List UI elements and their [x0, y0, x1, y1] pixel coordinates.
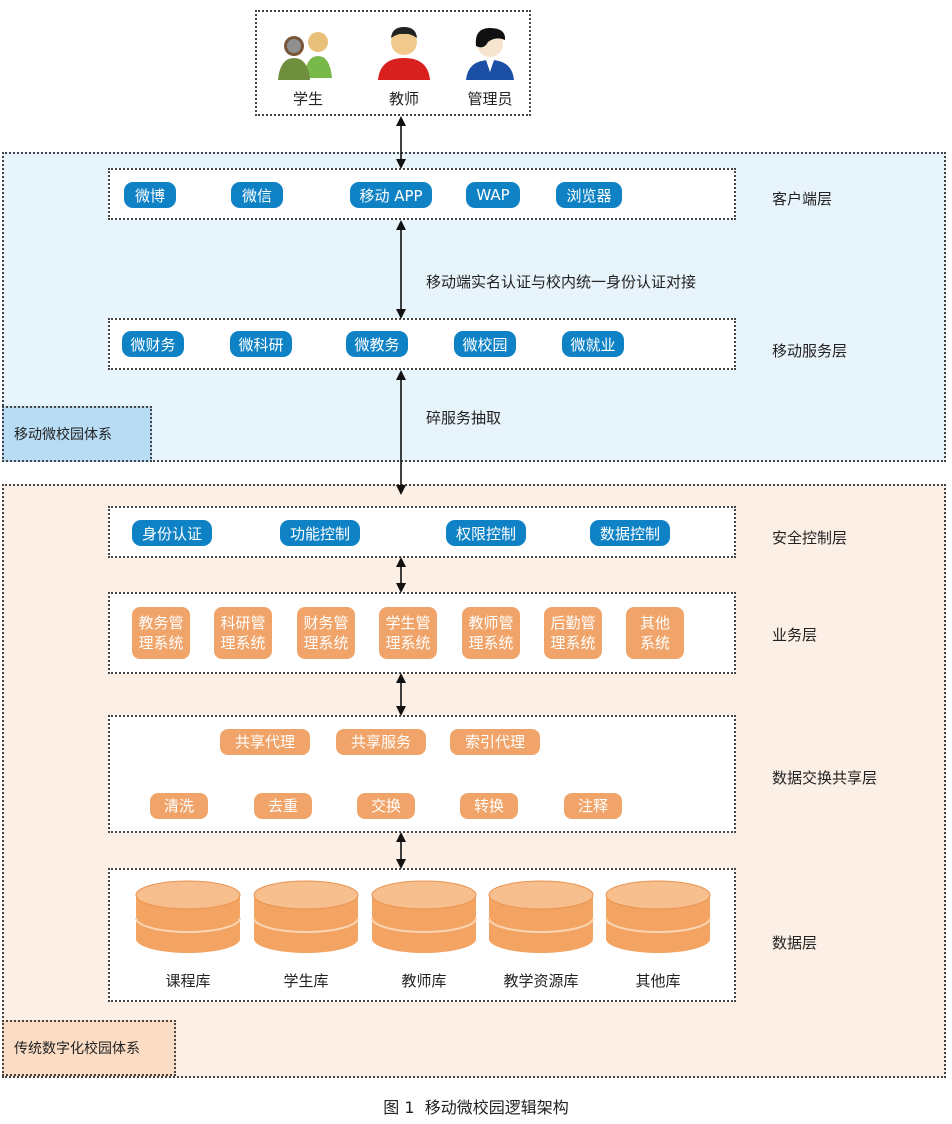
- service-layer-label: 移动服务层: [772, 342, 848, 360]
- business-system-line: 其他: [639, 614, 670, 632]
- security-permission-control: 权限控制: [446, 520, 526, 546]
- business-system-line: 学生管: [385, 614, 431, 632]
- business-system-other: 其他 系统: [626, 607, 684, 659]
- business-system-line: 理系统: [303, 634, 349, 652]
- service-finance: 微财务: [122, 331, 184, 357]
- db-student-icon: [253, 880, 359, 953]
- business-layer-label: 业务层: [772, 626, 818, 644]
- db-resource-label: 教学资源库: [503, 972, 579, 990]
- exchange-clean: 清洗: [150, 793, 208, 819]
- client-wechat: 微信: [231, 182, 283, 208]
- business-system-line: 理系统: [550, 634, 596, 652]
- client-layer-label: 客户端层: [772, 190, 833, 208]
- client-browser: 浏览器: [556, 182, 622, 208]
- db-course-icon: [135, 880, 241, 953]
- mobile-campus-label: 移动微校园体系: [2, 406, 152, 462]
- security-identity-auth: 身份认证: [132, 520, 212, 546]
- user-student-label: 学生: [292, 90, 323, 108]
- business-system-line: 教师管: [468, 614, 514, 632]
- db-other-label: 其他库: [635, 972, 681, 990]
- exchange-exchange: 交换: [357, 793, 415, 819]
- business-system-research: 科研管 理系统: [214, 607, 272, 659]
- db-other-icon: [605, 880, 711, 953]
- student-icon: [278, 32, 332, 80]
- service-academic: 微教务: [346, 331, 408, 357]
- business-system-line: 后勤管: [550, 614, 596, 632]
- client-mobile-app: 移动 APP: [350, 182, 432, 208]
- business-system-academic: 教务管 理系统: [132, 607, 190, 659]
- business-system-line: 系统: [639, 634, 670, 652]
- security-function-control: 功能控制: [280, 520, 360, 546]
- traditional-campus-label: 传统数字化校园体系: [2, 1020, 176, 1076]
- db-teacher-label: 教师库: [401, 972, 447, 990]
- extract-note: 碎服务抽取: [426, 409, 502, 427]
- auth-note: 移动端实名认证与校内统一身份认证对接: [426, 273, 697, 291]
- admin-icon: [466, 28, 514, 80]
- exchange-layer-label: 数据交换共享层: [772, 769, 878, 787]
- business-system-line: 教务管: [138, 614, 184, 632]
- business-system-line: 理系统: [385, 634, 431, 652]
- exchange-transform: 转换: [460, 793, 518, 819]
- exchange-dedup: 去重: [254, 793, 312, 819]
- business-system-line: 科研管: [220, 614, 266, 632]
- client-wap: WAP: [466, 182, 520, 208]
- security-layer-label: 安全控制层: [772, 529, 848, 547]
- business-system-line: 理系统: [138, 634, 184, 652]
- service-employment: 微就业: [562, 331, 624, 357]
- service-layer-box: [108, 318, 736, 370]
- exchange-index-proxy: 索引代理: [450, 729, 540, 755]
- exchange-shared-service: 共享服务: [336, 729, 426, 755]
- service-research: 微科研: [230, 331, 292, 357]
- db-student-label: 学生库: [283, 972, 329, 990]
- db-resource-icon: [488, 880, 594, 953]
- exchange-annotate: 注释: [564, 793, 622, 819]
- figure-caption: 图 1 移动微校园逻辑架构: [383, 1098, 569, 1117]
- db-teacher-icon: [371, 880, 477, 953]
- business-system-line: 财务管: [303, 614, 349, 632]
- business-system-logistics: 后勤管 理系统: [544, 607, 602, 659]
- teacher-icon: [378, 27, 430, 80]
- business-system-finance: 财务管 理系统: [297, 607, 355, 659]
- business-system-student: 学生管 理系统: [379, 607, 437, 659]
- user-teacher-label: 教师: [388, 90, 419, 108]
- service-campus: 微校园: [454, 331, 516, 357]
- user-admin-label: 管理员: [467, 90, 513, 108]
- data-layer-label: 数据层: [772, 934, 818, 952]
- db-course-label: 课程库: [165, 972, 211, 990]
- client-weibo: 微博: [124, 182, 176, 208]
- security-data-control: 数据控制: [590, 520, 670, 546]
- exchange-shared-proxy: 共享代理: [220, 729, 310, 755]
- business-system-teacher: 教师管 理系统: [462, 607, 520, 659]
- business-system-line: 理系统: [220, 634, 266, 652]
- business-system-line: 理系统: [468, 634, 514, 652]
